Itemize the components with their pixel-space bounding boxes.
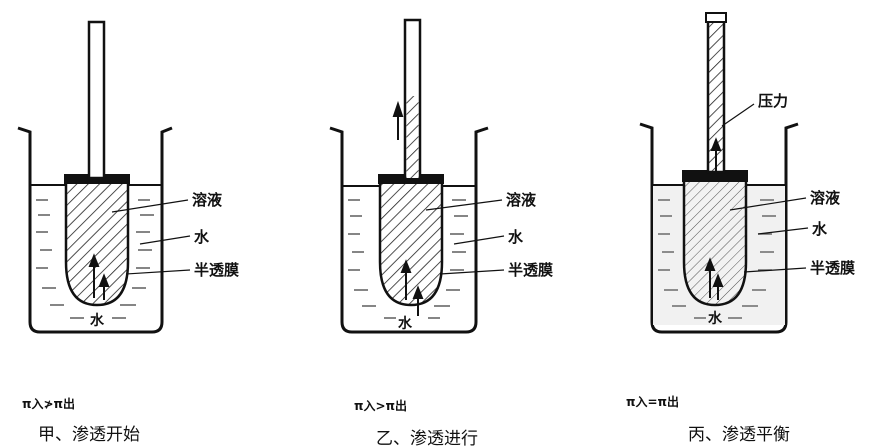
label-water-bottom-yi: 水 [398, 315, 413, 332]
panel-bing: 压力 溶液 水 半透膜 水 π入=π出 丙、渗透平衡 [626, 12, 855, 445]
caption-bing: 丙、渗透平衡 [688, 425, 790, 445]
label-membrane-jia: 半透膜 [194, 261, 239, 279]
label-solution-jia: 溶液 [192, 191, 223, 209]
membrane-bag-jia [64, 178, 130, 307]
membrane-bag-yi [378, 178, 444, 307]
label-membrane-yi: 半透膜 [508, 261, 553, 279]
label-water-yi: 水 [508, 228, 524, 246]
capillary-cap-bing [705, 12, 727, 23]
label-pressure-bing: 压力 [758, 92, 788, 110]
label-water-bottom-bing: 水 [708, 310, 723, 327]
water-dashes-yi [348, 199, 468, 319]
label-membrane-bing: 半透膜 [810, 259, 855, 277]
water-dashes-jia [36, 199, 154, 319]
relation-yi: π入>π出 [354, 398, 407, 413]
caption-yi: 乙、渗透进行 [376, 429, 478, 448]
label-water-jia: 水 [194, 228, 210, 246]
relation-bing: π入=π出 [626, 394, 679, 409]
capillary-jia [87, 20, 106, 180]
relation-jia: π入≯π出 [22, 396, 75, 411]
panel-jia: 溶液 水 半透膜 水 π入≯π出 甲、渗透开始 [17, 20, 239, 445]
label-solution-yi: 溶液 [506, 191, 537, 209]
label-water-bottom-jia: 水 [90, 312, 105, 329]
panel-yi: 溶液 水 半透膜 水 π入>π出 乙、渗透进行 [329, 18, 553, 448]
caption-jia: 甲、渗透开始 [38, 425, 140, 445]
beaker-jia [17, 126, 173, 334]
beaker-yi [329, 126, 489, 334]
capillary-liquid-yi [406, 96, 419, 178]
beaker-bing [639, 122, 799, 334]
label-water-bing: 水 [812, 220, 828, 238]
label-solution-bing: 溶液 [810, 189, 841, 207]
